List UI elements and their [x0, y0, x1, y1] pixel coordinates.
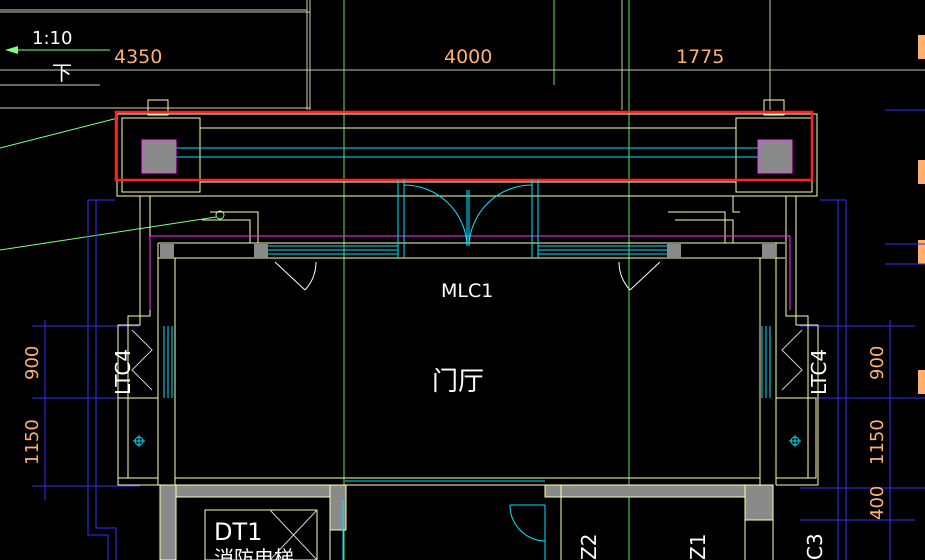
door-label: MLC1: [441, 280, 493, 302]
small-column-2: [254, 244, 268, 258]
column-right: [757, 139, 793, 174]
elevator-desc-label: 消防电梯: [214, 546, 294, 560]
stair-tag-label: Z2: [577, 534, 601, 560]
leader-lines: [0, 117, 225, 251]
dim-right-400: 400: [867, 486, 888, 520]
column-markers: [133, 435, 801, 447]
dim-right-900: 900: [867, 346, 888, 380]
dim-top-1775: 1775: [676, 46, 724, 68]
small-column-1: [160, 244, 174, 258]
dim-right-1150: 1150: [867, 419, 888, 465]
room-label: 门厅: [432, 367, 484, 397]
elevator-door: [342, 500, 546, 560]
dim-left-900: 900: [22, 346, 43, 380]
bottom-block-lines: [175, 497, 774, 560]
scale-label: 1:10: [32, 28, 72, 49]
slope-label: 下: [52, 61, 72, 85]
axis-lines: [343, 0, 630, 560]
dim-left-1150: 1150: [22, 419, 43, 465]
side-door-swings: [274, 261, 661, 291]
column-left: [141, 139, 177, 174]
window-label-left: LTC4: [111, 349, 135, 395]
elevator-label: DT1: [214, 518, 262, 546]
right-edge-dims: [918, 35, 925, 394]
dim-top-4000: 4000: [444, 46, 492, 68]
small-column-4: [762, 244, 776, 258]
stair-tag-label-2: Z1: [686, 534, 710, 560]
top-left-canopy: [0, 0, 311, 110]
blue-outline: [32, 199, 915, 560]
elevator-cross: [269, 509, 318, 560]
slope-annotation: 1:10 下: [5, 28, 110, 85]
side-window-hatch: [131, 329, 803, 391]
selection-box[interactable]: [114, 110, 814, 182]
right-tag-label: C3: [803, 533, 827, 560]
front-window-lines: [163, 180, 771, 482]
dim-top-4350: 4350: [114, 46, 162, 68]
walls: [117, 196, 819, 486]
small-column-3: [667, 244, 681, 258]
window-label-right: LTC4: [807, 349, 831, 395]
beam-centerlines: [150, 147, 790, 158]
